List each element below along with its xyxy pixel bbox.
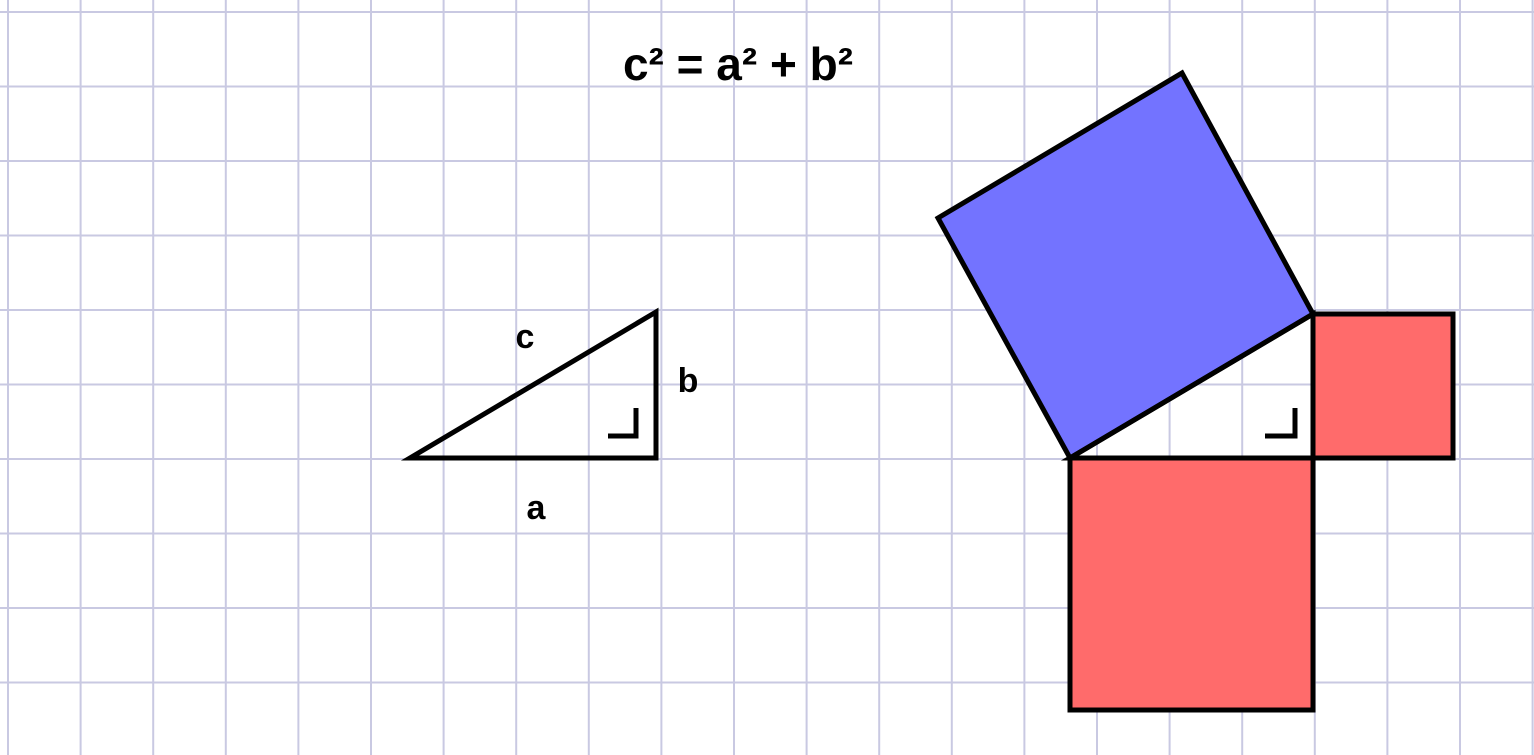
reference-triangle: c b a [400,307,699,527]
squares-construction [934,69,1456,713]
formula-title: c² = a² + b² [623,38,853,90]
construction-triangle [1060,309,1316,461]
right-angle-icon [1265,408,1298,439]
leg-a-square [1067,455,1316,713]
leg-b-square [1310,311,1456,461]
leg-b-label: b [678,362,699,400]
right-angle-icon [608,408,639,439]
hypotenuse-label: c [516,318,535,356]
triangle-shape [400,307,659,461]
leg-a-label: a [527,489,547,527]
